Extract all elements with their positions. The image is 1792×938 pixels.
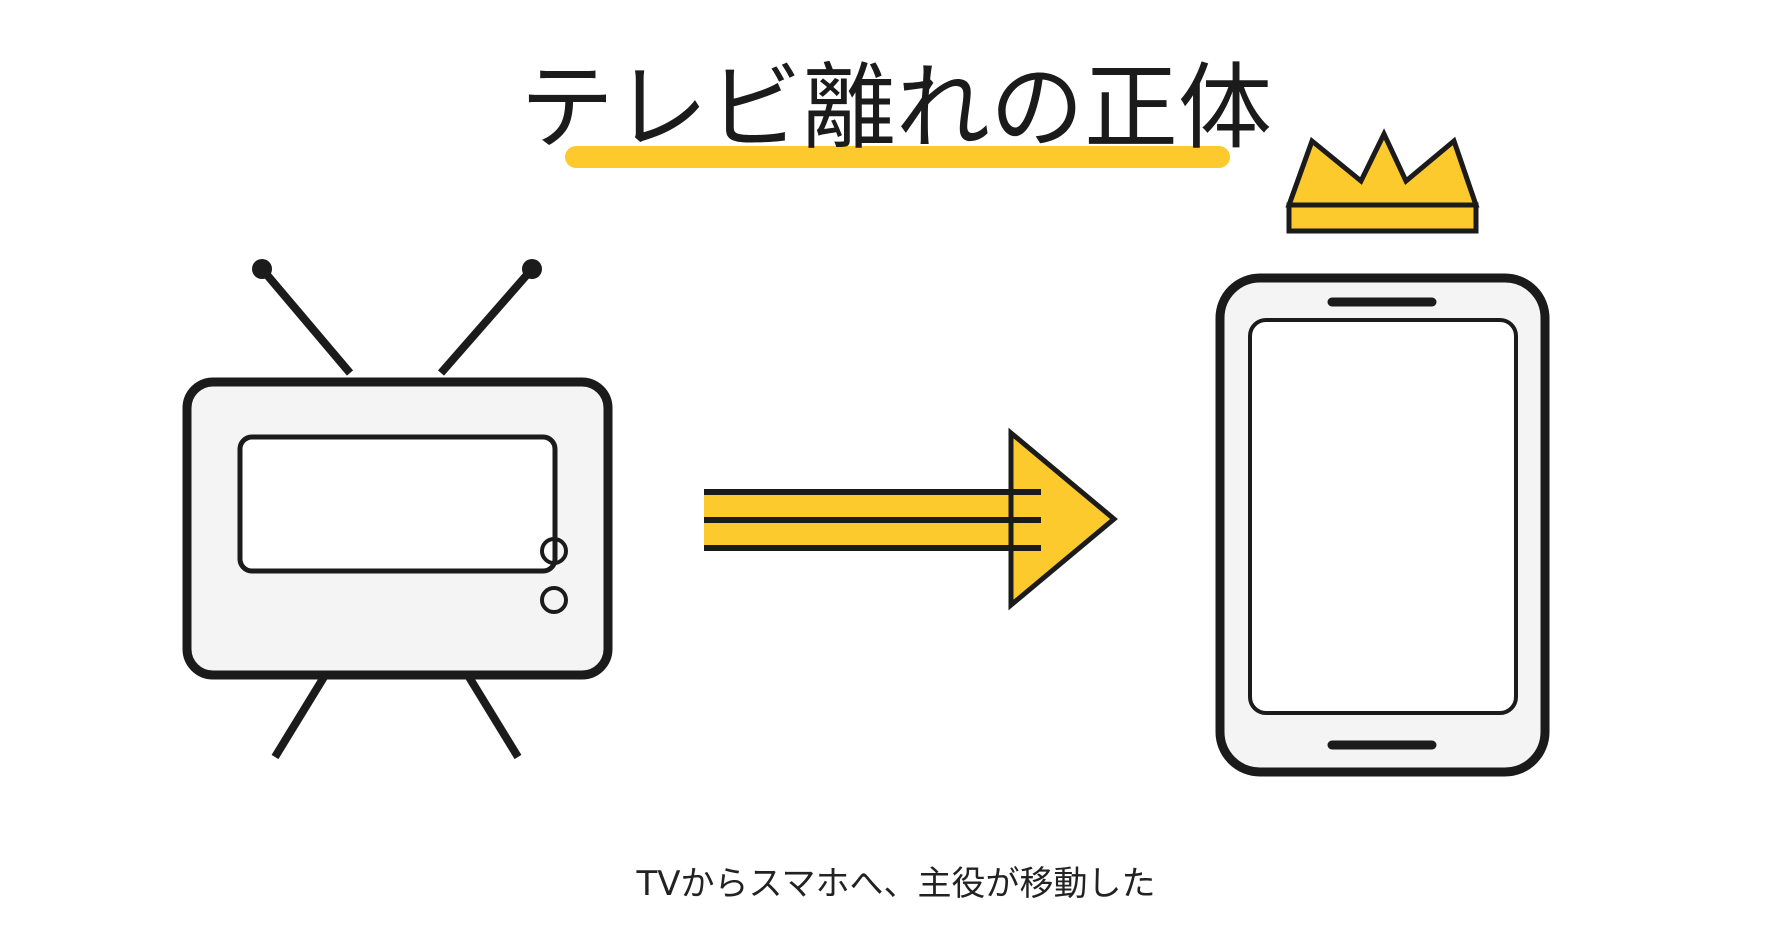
tv-antenna-left-knob bbox=[252, 259, 272, 279]
title-group: テレビ離れの正体 bbox=[520, 54, 1272, 168]
caption: TVからスマホへ、主役が移動した bbox=[635, 864, 1155, 904]
crown-band bbox=[1286, 202, 1479, 234]
title: テレビ離れの正体 bbox=[520, 54, 1272, 163]
title-underline bbox=[565, 146, 1230, 168]
arrow-right-icon bbox=[704, 427, 1118, 611]
tv-leg-right bbox=[465, 674, 522, 760]
phone-screen bbox=[1248, 318, 1518, 715]
tv-knob-top bbox=[540, 537, 568, 565]
crown-points bbox=[1285, 128, 1480, 208]
smartphone-icon bbox=[1215, 273, 1550, 777]
television-icon bbox=[182, 259, 613, 760]
tv-antenna-right-knob bbox=[522, 259, 542, 279]
tv-screen bbox=[237, 434, 558, 574]
tv-antenna-left bbox=[258, 266, 354, 376]
crown-icon bbox=[1285, 128, 1480, 234]
tv-antenna-right bbox=[437, 266, 536, 376]
tv-knob-bottom bbox=[540, 586, 568, 614]
tv-leg-left bbox=[271, 674, 328, 760]
